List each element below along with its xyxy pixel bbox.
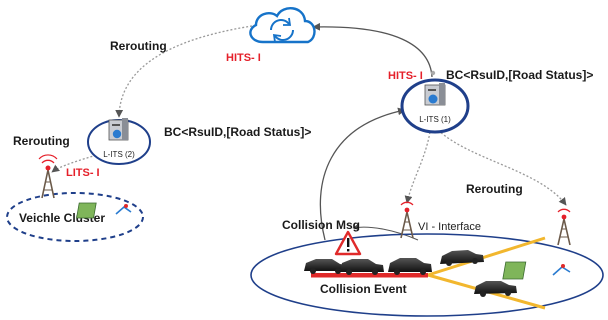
antenna-tower-icon (38, 154, 58, 199)
car-icon (474, 281, 517, 297)
lits-left-label: LITS- I (66, 167, 100, 179)
rerouting-left-label: Rerouting (13, 134, 70, 148)
bc-left-label: BC<RsuID,[Road Status]> (164, 125, 311, 139)
cloud-node[interactable] (249, 7, 316, 44)
warning-icon (334, 230, 362, 256)
status-link-lits1-to-cloud (312, 22, 433, 78)
link-mid-to-collision (352, 223, 419, 241)
collision-msg-label: Collision Msg (282, 218, 360, 232)
rsu-server-icon (108, 118, 129, 141)
rerouting-link-cloud-to-lits2 (115, 25, 253, 118)
lits-node-1-outline (400, 78, 470, 134)
rsu-server-icon (424, 83, 446, 106)
connectors (51, 22, 567, 241)
antenna-tower-icon (400, 201, 414, 239)
lits-node-1[interactable]: L-ITS (1) (400, 78, 470, 134)
car-icon (440, 250, 484, 266)
road-line-upper (427, 236, 546, 277)
collision-area-outline (250, 233, 604, 317)
rerouting-right-label: Rerouting (466, 182, 523, 196)
rerouting-top-label: Rerouting (110, 39, 167, 53)
map-icon (502, 261, 571, 280)
link-lits1-to-tower-mid (404, 131, 431, 204)
collision-area[interactable] (250, 230, 604, 317)
hits-right-label: HITS- I (388, 70, 423, 82)
antenna-tower-icon (557, 208, 571, 246)
car-icon (340, 259, 384, 275)
cloud-sync-icon (249, 7, 316, 44)
collision-bar (311, 273, 428, 278)
vehicle-cluster-outline (6, 192, 144, 242)
map-icon (76, 202, 132, 219)
car-icon (388, 258, 432, 275)
lits-node-2[interactable]: L-ITS (2) (87, 118, 151, 165)
vehicle-cluster[interactable]: Veichle Cluster (6, 192, 144, 242)
hits-left-label: HITS- I (226, 52, 261, 64)
vi-interface-label: VI - Interface (418, 221, 481, 233)
collision-event-label: Collision Event (320, 282, 407, 296)
lits-node-2-label: L-ITS (2) (103, 150, 135, 159)
lits-node-1-label: L-ITS (1) (419, 115, 451, 124)
collision-msg-link (319, 107, 406, 241)
car-icon (304, 259, 347, 274)
bc-right-label: BC<RsuID,[Road Status]> (446, 68, 593, 82)
